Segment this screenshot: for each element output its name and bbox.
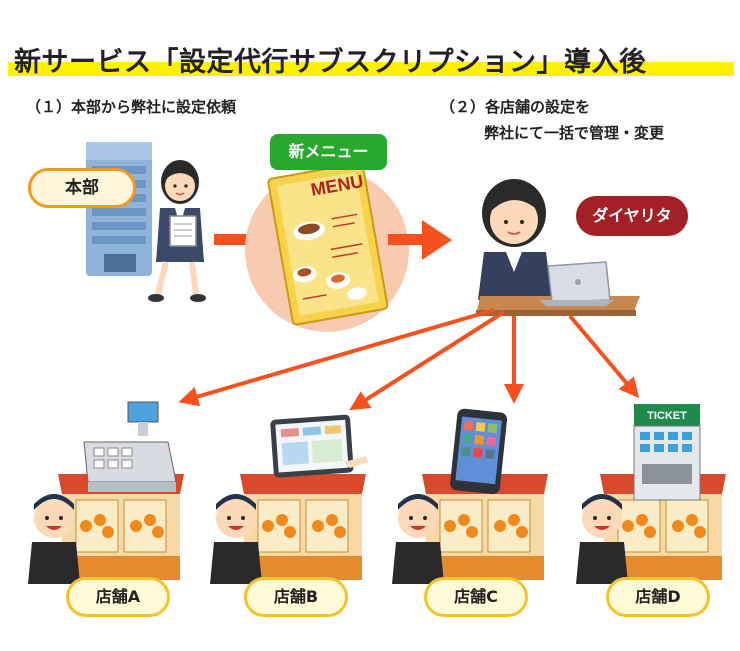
- arrow-hq-to-menu: [214, 234, 270, 245]
- arrow-menu-to-operator: [388, 220, 452, 260]
- store-b-illustration: [210, 414, 368, 584]
- ticket-label: TICKET: [647, 410, 687, 422]
- hq-label: 本部: [28, 168, 136, 208]
- step2-caption-line1: （２）各店舗の設定を: [440, 98, 591, 116]
- ticket-machine-icon: [633, 404, 701, 501]
- page-title: 新サービス「設定代行サブスクリプション」導入後: [14, 47, 647, 78]
- office-building-icon: [86, 142, 152, 276]
- store-a-illustration: [28, 401, 184, 584]
- title-block: 新サービス「設定代行サブスクリプション」導入後: [8, 40, 734, 80]
- store-d-illustration: [576, 404, 726, 584]
- menu-icon: [245, 162, 409, 332]
- store-c-illustration: [392, 408, 548, 584]
- office-worker-icon: [148, 160, 206, 302]
- step1-caption: （１）本部から弊社に設定依頼: [26, 98, 237, 116]
- title-highlight: [8, 62, 734, 76]
- store-b-label: 店舗B: [244, 577, 348, 617]
- daiyarita-label: ダイヤリタ: [576, 196, 688, 236]
- distribution-arrows: [178, 308, 640, 411]
- store-a-label: 店舗A: [66, 577, 170, 617]
- step2-caption-line2: 弊社にて一括で管理・変更: [484, 124, 665, 142]
- store-c-label: 店舗C: [424, 577, 528, 617]
- store-d-label: 店舗D: [606, 577, 710, 617]
- operator-icon: [476, 179, 640, 316]
- new-menu-label: 新メニュー: [270, 134, 387, 170]
